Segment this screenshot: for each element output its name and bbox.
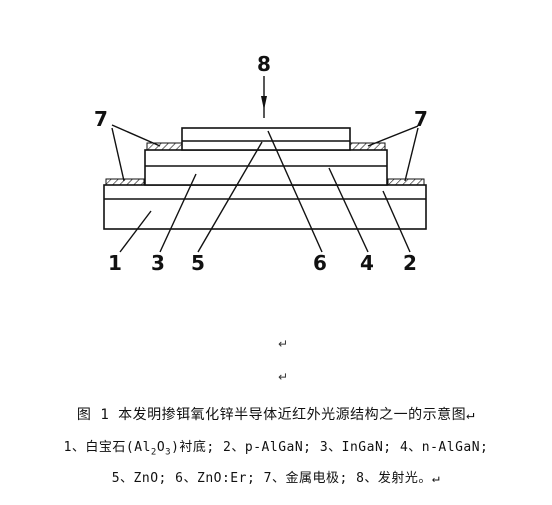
leader-7-right-top xyxy=(367,125,419,147)
legend-1-part-b: O xyxy=(156,440,166,455)
label-7-right: 7 xyxy=(414,107,428,131)
leader-7-left-top xyxy=(111,124,161,147)
paragraph-mark-2: ↵ xyxy=(278,370,289,384)
paragraph-mark-1: ↵ xyxy=(278,337,289,351)
zno-layer xyxy=(181,127,351,151)
label-8: 8 xyxy=(257,52,271,76)
figure-legend-line-2: 5、ZnO; 6、ZnO:Er; 7、金属电极; 8、发射光。↵ xyxy=(111,471,441,486)
leader-2 xyxy=(382,190,411,253)
label-2: 2 xyxy=(403,251,417,275)
figure-caption-title: 图 1 本发明掺铒氧化锌半导体近红外光源结构之一的示意图↵ xyxy=(76,407,476,423)
leader-7-left-bottom xyxy=(111,127,125,182)
leader-5 xyxy=(197,141,263,253)
label-6: 6 xyxy=(313,251,327,275)
figure-legend-line-1: 1、白宝石(Al2O3)衬底; 2、p-AlGaN; 3、InGaN; 4、n-… xyxy=(0,436,552,458)
electrode-right-top xyxy=(348,142,386,151)
label-1: 1 xyxy=(108,251,122,275)
emission-arrow-head xyxy=(261,96,267,110)
leader-3 xyxy=(159,173,197,253)
substrate-layer xyxy=(103,184,427,230)
electrode-right-bottom xyxy=(387,178,425,186)
leader-1 xyxy=(119,210,152,253)
leader-6 xyxy=(267,130,323,253)
electrode-left-top xyxy=(146,142,184,151)
structure-diagram: 8 7 7 1 3 5 6 4 2 xyxy=(94,52,428,275)
legend-1-sub-3: 3 xyxy=(165,447,172,458)
label-4: 4 xyxy=(360,251,374,275)
label-7-left: 7 xyxy=(94,107,108,131)
leader-4 xyxy=(328,167,369,253)
label-5: 5 xyxy=(191,251,205,275)
legend-1-sub-2: 2 xyxy=(150,447,157,458)
electrode-left-bottom xyxy=(105,178,145,186)
label-3: 3 xyxy=(151,251,165,275)
legend-1-part-a: 1、白宝石(Al xyxy=(63,440,151,455)
leader-7-right-bottom xyxy=(404,127,419,182)
legend-1-part-c: )衬底; 2、p-AlGaN; 3、InGaN; 4、n-AlGaN; xyxy=(171,440,489,455)
ingan-layer xyxy=(144,149,388,186)
